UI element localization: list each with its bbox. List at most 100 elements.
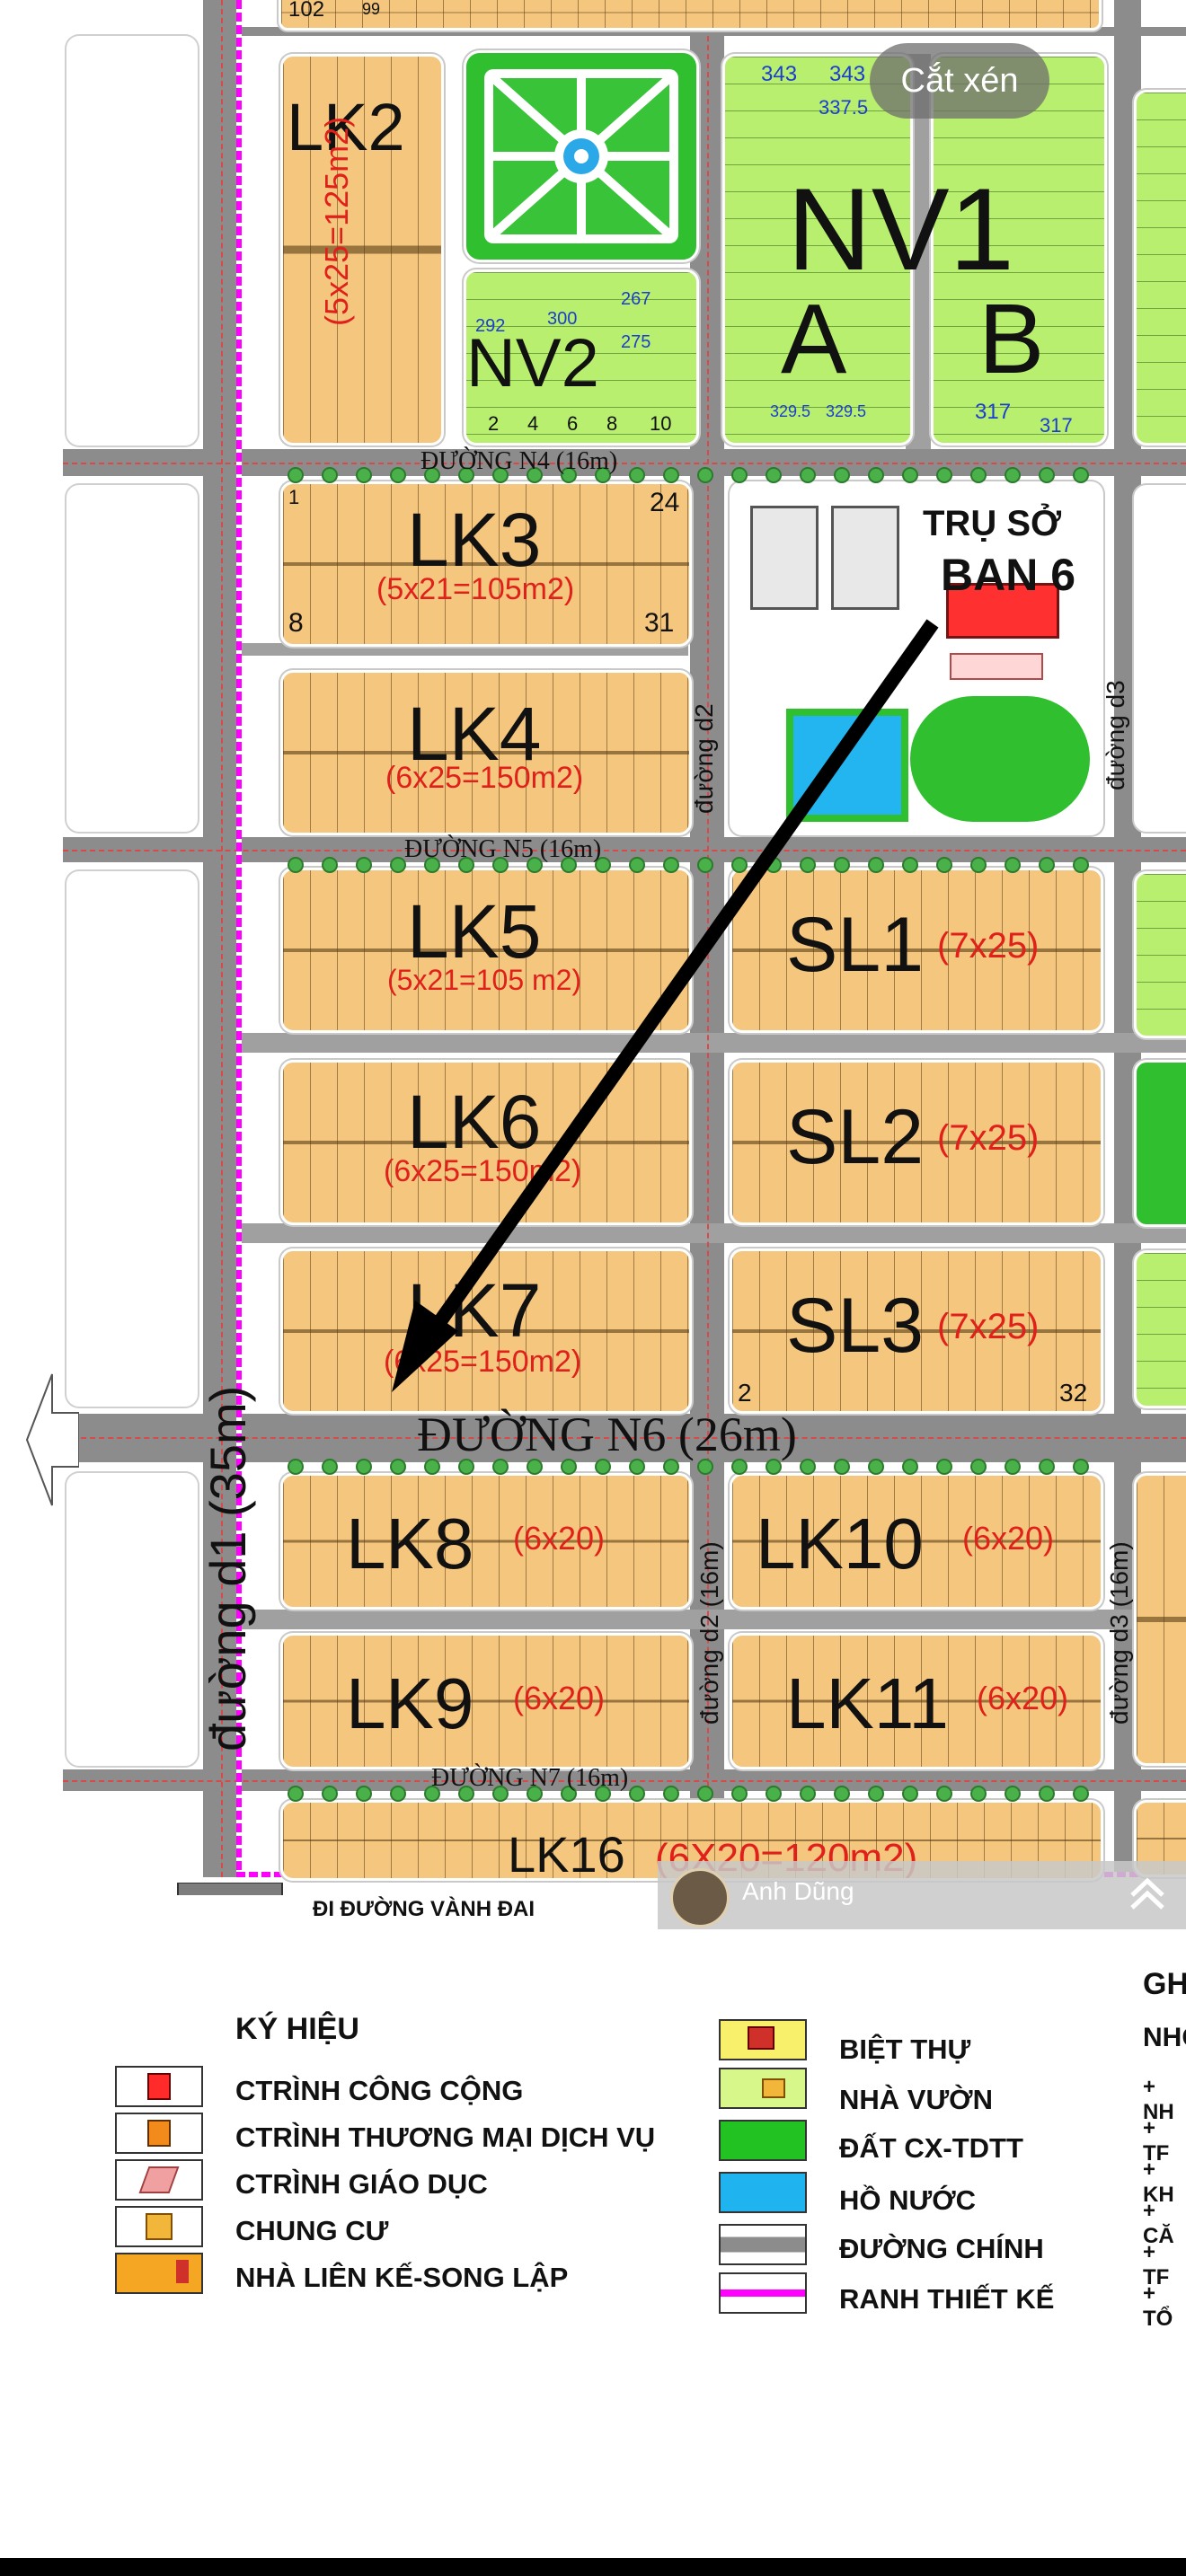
- tree-icon: [868, 857, 884, 873]
- author-avatar[interactable]: [670, 1868, 730, 1928]
- road-label-n6: ĐƯỜNG N6 (26m): [417, 1407, 797, 1461]
- tree-icon: [390, 1786, 406, 1802]
- note-3: + KH: [1143, 2157, 1174, 2207]
- block-nv2: NV2 292 300 267 275 2 4 6 8 10: [464, 269, 699, 446]
- road-label-d3-upper: đường d3: [1102, 680, 1129, 790]
- outside-plot-1: [66, 36, 198, 446]
- tree-icon: [1073, 1459, 1089, 1475]
- road-label-n7: ĐƯỜNG N7 (16m): [431, 1764, 629, 1792]
- tree-icon: [731, 467, 748, 483]
- nv2-lot-value-267: 267: [621, 289, 651, 309]
- block-sl3: SL3 (7x25) 2 32: [730, 1248, 1103, 1414]
- block-right-edge-6: [1134, 1473, 1186, 1766]
- block-lk7-size: (6x25=150m2): [384, 1345, 582, 1379]
- tree-icon: [663, 857, 679, 873]
- block-lk11-name: LK11: [786, 1663, 949, 1743]
- outside-plot-4: [66, 1473, 198, 1766]
- tree-icon: [322, 467, 338, 483]
- legend-label-commercial: CTRÌNH THƯƠNG MẠI DỊCH VỤ: [235, 2122, 656, 2153]
- legend-swatch-public: [115, 2066, 203, 2107]
- tree-icon: [595, 1786, 611, 1802]
- expand-chevron-icon[interactable]: [1125, 1870, 1170, 1915]
- legend-label-education: CTRÌNH GIÁO DỤC: [235, 2168, 488, 2200]
- tree-icon: [424, 1786, 440, 1802]
- tree-icon: [527, 1786, 543, 1802]
- tree-icon: [970, 1459, 987, 1475]
- road-lk-split-3: [239, 1223, 1186, 1243]
- block-park-nv: [464, 50, 699, 262]
- tree-icon: [288, 857, 304, 873]
- block-sl2-name: SL2: [786, 1094, 925, 1180]
- block-lk8-size: (6x20): [513, 1520, 606, 1557]
- legend-label-green-space: ĐẤT CX-TDTT: [839, 2132, 1023, 2164]
- block-lk10-name: LK10: [756, 1504, 924, 1584]
- tree-icon: [561, 1459, 577, 1475]
- pool: [786, 709, 908, 822]
- tree-icon: [1039, 857, 1055, 873]
- tree-icon: [834, 1459, 850, 1475]
- crop-button[interactable]: Cắt xén: [870, 43, 1049, 119]
- tree-icon: [1039, 1459, 1055, 1475]
- block-lk4-size: (6x25=150m2): [385, 761, 584, 795]
- tree-icon: [322, 857, 338, 873]
- tree-icon: [492, 1786, 509, 1802]
- block-nv1-b: B 317 317: [931, 54, 1107, 446]
- block-lk5-name: LK5: [407, 889, 542, 974]
- tree-icon: [1005, 857, 1021, 873]
- lk3-lot-8: 8: [288, 608, 304, 638]
- block-lk8-name: LK8: [346, 1504, 474, 1584]
- sl3-lot-32: 32: [1059, 1379, 1088, 1407]
- note-6: + TỔ: [1143, 2281, 1173, 2331]
- block-nv1-b-letter: B: [978, 284, 1045, 394]
- nv1-lot-value-343b: 343: [829, 62, 866, 86]
- tree-icon: [492, 467, 509, 483]
- legend-label-townhouse: NHÀ LIÊN KẾ-SONG LẬP: [235, 2262, 569, 2293]
- block-top-strip: 102 99: [279, 0, 1102, 31]
- block-lk8: LK8 (6x20): [280, 1473, 692, 1610]
- legend-education-icon: [138, 2166, 180, 2193]
- tree-icon: [936, 467, 952, 483]
- sl3-lot-2: 2: [738, 1379, 752, 1407]
- road-label-d2-lower: đường d2 (16m): [695, 1541, 723, 1725]
- legend-label-main-road: ĐƯỜNG CHÍNH: [839, 2233, 1044, 2264]
- tree-icon: [970, 1786, 987, 1802]
- block-sl3-name: SL3: [786, 1283, 925, 1369]
- road-lk-split-4: [239, 1610, 1186, 1629]
- tree-icon: [800, 1459, 816, 1475]
- block-lk2: LK2 (5x25=125m2): [280, 54, 444, 446]
- office-name-line2: BAN 6: [941, 550, 1076, 600]
- block-right-edge-5: [1134, 1250, 1186, 1408]
- tree-icon: [629, 467, 645, 483]
- road-label-d2-upper: đường d2: [690, 703, 718, 814]
- notes-subtitle: NHC: [1143, 2023, 1186, 2052]
- block-right-edge-1: [1134, 90, 1186, 446]
- block-nv2-name: NV2: [466, 325, 599, 401]
- tree-icon: [1005, 467, 1021, 483]
- tree-icon: [356, 467, 372, 483]
- tree-icon: [1005, 1459, 1021, 1475]
- block-right-edge-3: [1134, 871, 1186, 1038]
- nv2-lot-value-275: 275: [621, 332, 651, 352]
- legend-swatch-main-road: [719, 2224, 807, 2265]
- tree-icon: [458, 1459, 474, 1475]
- legend-label-apartment: CHUNG CƯ: [235, 2215, 389, 2246]
- ring-road-arrow-icon: [177, 1883, 283, 1895]
- block-lk5-size: (5x21=105 m2): [387, 964, 582, 996]
- park-plan-icon: [484, 69, 678, 243]
- legend-label-water: HỒ NƯỚC: [839, 2184, 977, 2216]
- tree-icon: [834, 1786, 850, 1802]
- lot-99: 99: [362, 0, 381, 18]
- tree-icon: [561, 1786, 577, 1802]
- tree-icon: [424, 1459, 440, 1475]
- tree-icon: [902, 857, 918, 873]
- tree-icon: [1039, 467, 1055, 483]
- tree-icon: [458, 467, 474, 483]
- author-name[interactable]: Anh Dũng: [742, 1877, 854, 1905]
- tree-icon: [561, 467, 577, 483]
- nv2-lot-10: 10: [650, 412, 672, 435]
- tree-icon: [288, 1786, 304, 1802]
- tree-icon: [527, 1459, 543, 1475]
- tree-icon: [390, 1459, 406, 1475]
- tree-icon: [1073, 1786, 1089, 1802]
- tree-icon: [629, 857, 645, 873]
